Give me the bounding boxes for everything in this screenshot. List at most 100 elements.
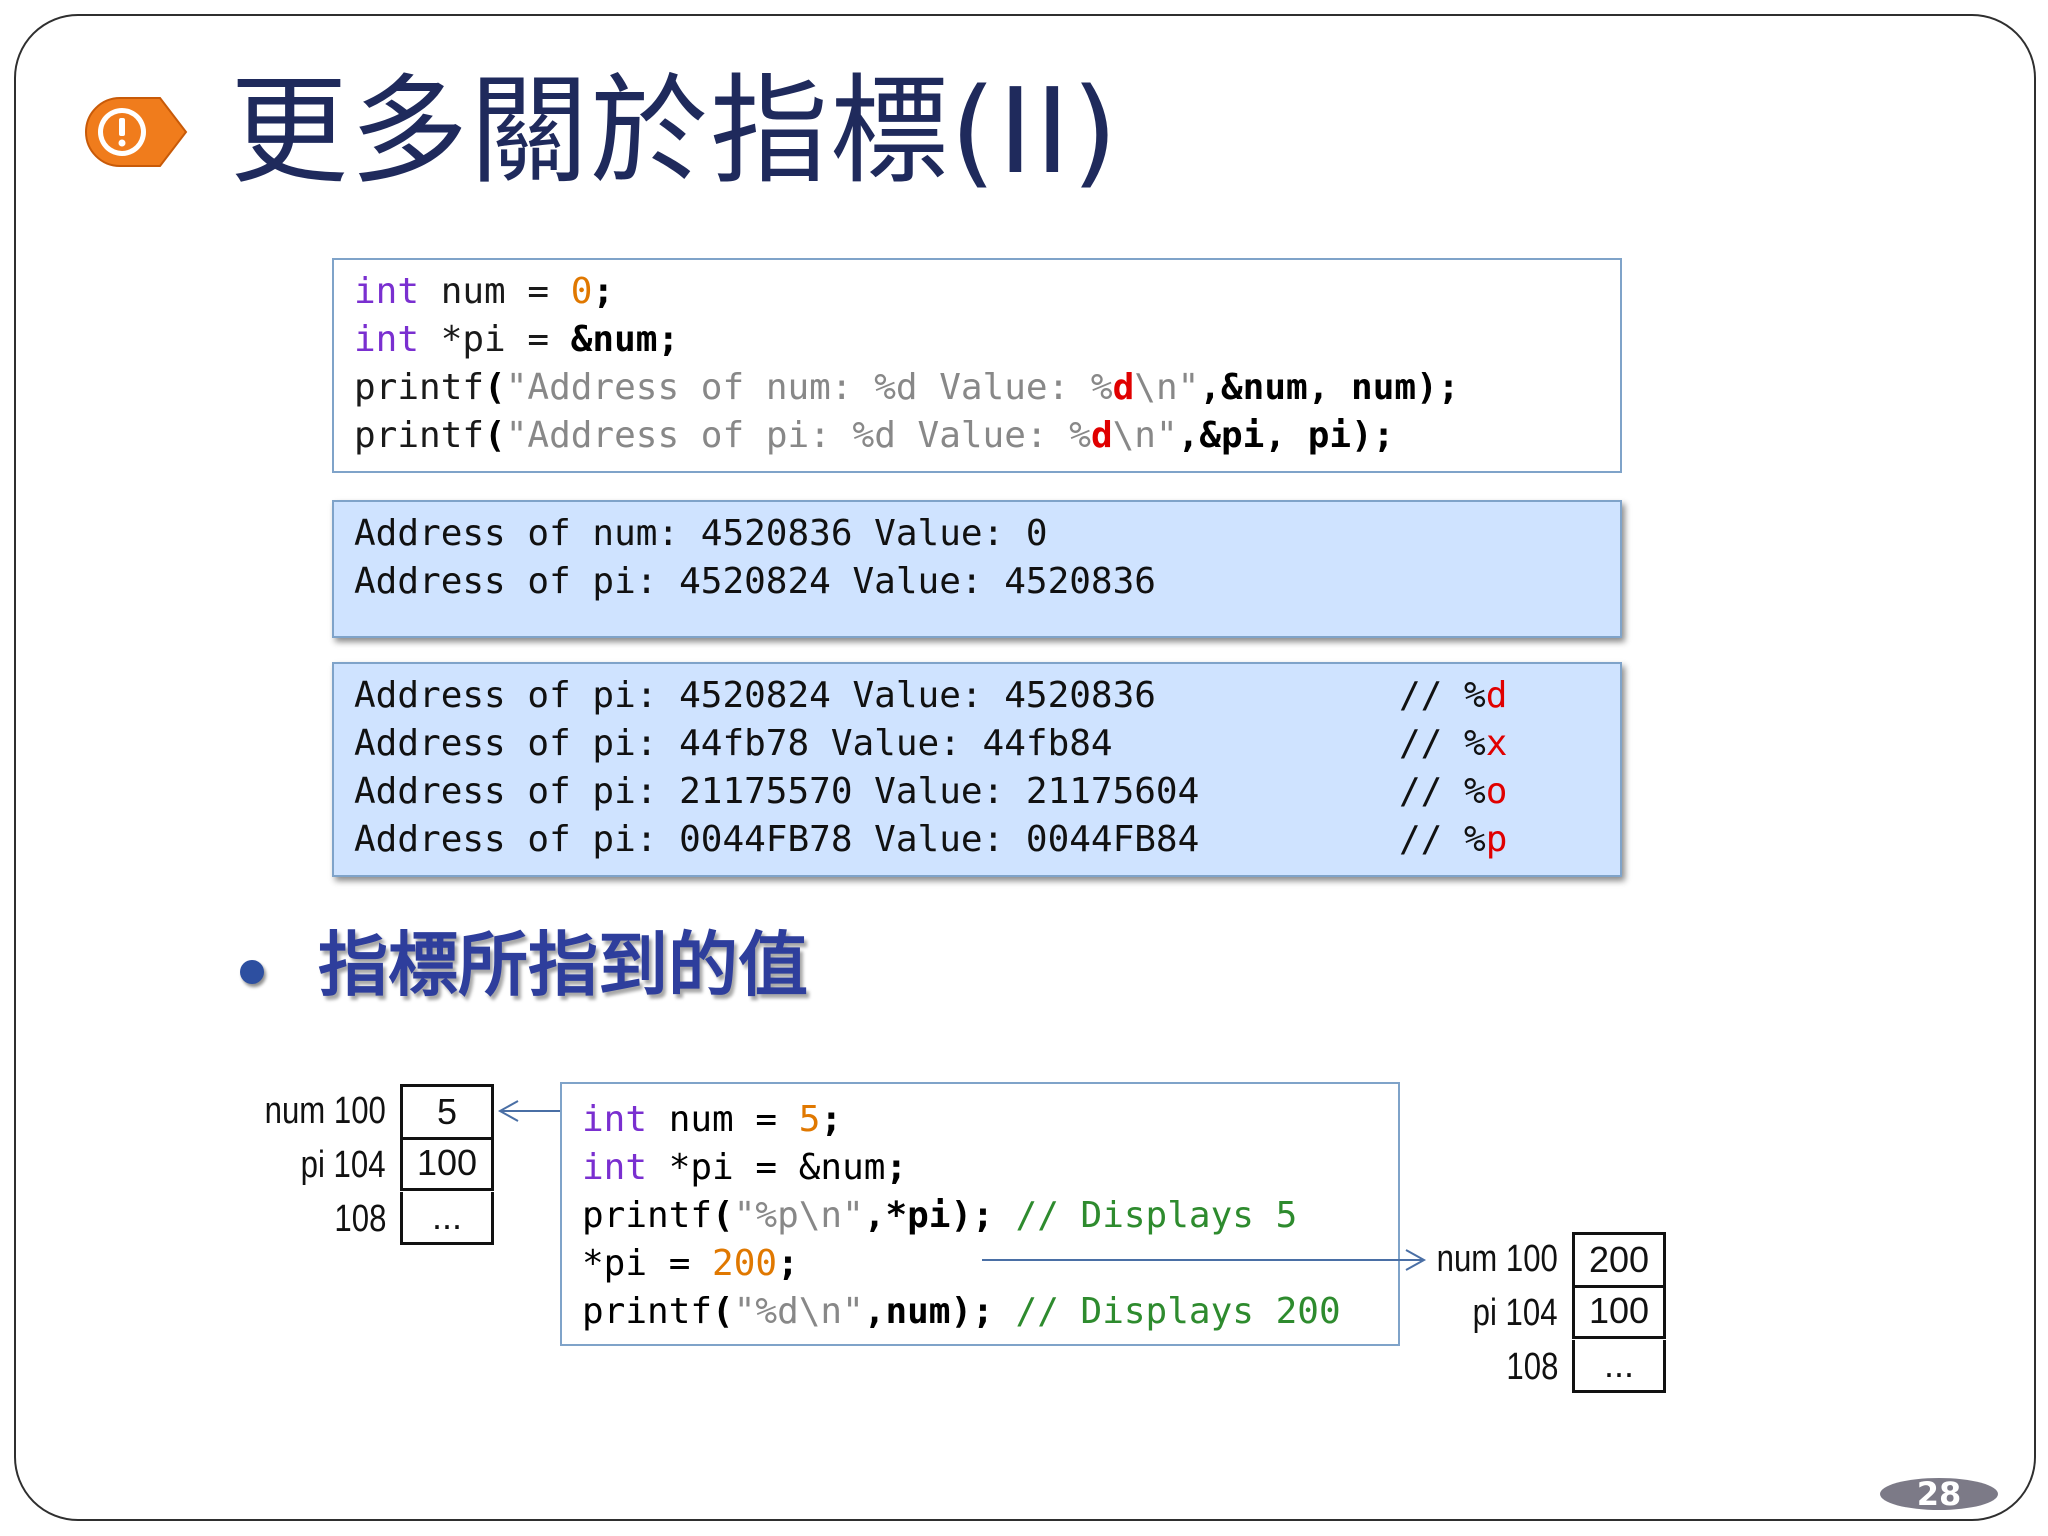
- format-comment: // %o: [1399, 768, 1507, 816]
- code-block-declarations: int num = 0;int *pi = &num;printf("Addre…: [332, 258, 1622, 473]
- memory-row: 108...: [1360, 1340, 1666, 1394]
- format-comment: // %x: [1399, 720, 1507, 768]
- format-comment-prefix: // %: [1399, 675, 1486, 716]
- code-punct: );: [950, 1195, 994, 1236]
- memory-address-label: 108: [334, 1198, 386, 1240]
- memory-address-label: num 100: [1436, 1238, 1558, 1280]
- format-specifier: p: [1485, 819, 1508, 860]
- code-string: "%d\n": [733, 1291, 864, 1332]
- code-punct: ;: [657, 319, 680, 360]
- code-string: "%p\n": [733, 1195, 864, 1236]
- format-specifier: d: [1485, 675, 1508, 716]
- code-string: \n": [1134, 367, 1200, 408]
- code-comment: // Displays 200: [993, 1291, 1341, 1332]
- code-keyword: int: [582, 1147, 648, 1188]
- code-function: printf: [582, 1195, 713, 1236]
- code-line: printf("%p\n",*pi); // Displays 5: [582, 1192, 1378, 1240]
- code-text: ,&num, num: [1199, 367, 1417, 408]
- memory-address-label: pi 104: [1473, 1292, 1558, 1334]
- code-keyword: int: [354, 319, 420, 360]
- code-punct: (: [484, 367, 506, 408]
- code-text: &num: [570, 319, 658, 360]
- code-text: ,num: [863, 1291, 951, 1332]
- output-block-decimal: Address of num: 4520836 Value: 0 Address …: [332, 500, 1622, 638]
- output-block-formats: Address of pi: 4520824 Value: 4520836 // …: [332, 662, 1622, 877]
- code-punct: ;: [592, 271, 615, 312]
- memory-row: pi 104 100: [200, 1138, 494, 1192]
- memory-diagram-before: num 100 5 pi 104 100 108...: [200, 1084, 494, 1246]
- memory-address-label: 108: [1506, 1346, 1558, 1388]
- page-number-badge: 28: [1880, 1478, 1998, 1510]
- memory-cell: ...: [400, 1192, 494, 1245]
- output-line: Address of num: 4520836 Value: 0: [354, 513, 1048, 554]
- bullet-heading: 指標所指到的值: [318, 924, 808, 1006]
- code-punct: );: [950, 1291, 994, 1332]
- output-line: Address of pi: 0044FB78 Value: 0044FB84 /…: [354, 816, 1600, 864]
- code-punct: ;: [777, 1243, 799, 1284]
- code-text: ,*pi: [863, 1195, 951, 1236]
- format-comment: // %d: [1399, 672, 1507, 720]
- page-title: 更多關於指標(II): [230, 62, 1120, 200]
- code-punct: (: [712, 1291, 734, 1332]
- code-line: *pi = 200;: [582, 1240, 1378, 1288]
- output-text: Address of pi: 4520824 Value: 4520836: [354, 675, 1156, 716]
- code-line: int *pi = &num;: [354, 316, 1600, 364]
- code-line: printf("Address of num: %d Value: %d\n",…: [354, 364, 1600, 412]
- memory-row: num 100 200: [1360, 1232, 1666, 1288]
- memory-address-label: num 100: [264, 1090, 386, 1132]
- memory-cell: ...: [1572, 1340, 1666, 1393]
- code-text: num =: [419, 271, 571, 312]
- code-number: 0: [570, 271, 593, 312]
- code-text: *pi =: [582, 1243, 713, 1284]
- memory-row: pi 104 100: [1360, 1286, 1666, 1340]
- format-comment: // %p: [1399, 816, 1507, 864]
- output-text: Address of pi: 44fb78 Value: 44fb84: [354, 723, 1113, 764]
- format-specifier: o: [1485, 771, 1508, 812]
- code-string: "Address of num: %d Value: %: [505, 367, 1113, 408]
- memory-diagram-after: num 100 200 pi 104 100 108...: [1360, 1232, 1666, 1394]
- format-comment-prefix: // %: [1399, 819, 1486, 860]
- code-line: int num = 0;: [354, 268, 1600, 316]
- code-text: num =: [647, 1099, 799, 1140]
- arrow-to-memory-after: [982, 1249, 1427, 1271]
- code-punct: ;: [820, 1099, 843, 1140]
- code-punct: ;: [885, 1147, 908, 1188]
- code-line: int num = 5;: [582, 1096, 1378, 1144]
- bullet-dot: [240, 960, 264, 984]
- code-punct: );: [1416, 367, 1460, 408]
- code-number: 5: [798, 1099, 821, 1140]
- code-line: printf("Address of pi: %d Value: %d\n",&…: [354, 412, 1600, 460]
- output-text: Address of pi: 0044FB78 Value: 0044FB84: [354, 819, 1200, 860]
- code-line: printf("%d\n",num); // Displays 200: [582, 1288, 1378, 1336]
- format-comment-prefix: // %: [1399, 771, 1486, 812]
- code-text: *pi = &num: [647, 1147, 886, 1188]
- code-format-highlight: d: [1112, 367, 1135, 408]
- memory-row: 108...: [200, 1192, 494, 1246]
- memory-row: num 100 5: [200, 1084, 494, 1140]
- memory-cell: 200: [1572, 1232, 1666, 1288]
- output-line: Address of pi: 44fb78 Value: 44fb84 // %x: [354, 720, 1600, 768]
- code-string: \n": [1112, 415, 1178, 456]
- code-comment: // Displays 5: [993, 1195, 1298, 1236]
- code-text: ,&pi, pi: [1177, 415, 1352, 456]
- memory-address-label: pi 104: [301, 1144, 386, 1186]
- output-text: Address of pi: 21175570 Value: 21175604: [354, 771, 1200, 812]
- output-line: Address of pi: 4520824 Value: 4520836: [354, 561, 1156, 602]
- code-line: int *pi = &num;: [582, 1144, 1378, 1192]
- code-function: printf: [354, 415, 485, 456]
- code-punct: (: [484, 415, 506, 456]
- code-keyword: int: [354, 271, 420, 312]
- memory-cell: 100: [400, 1138, 494, 1191]
- code-text: *pi =: [419, 319, 571, 360]
- code-format-highlight: d: [1090, 415, 1113, 456]
- alert-tag-icon: [85, 97, 188, 167]
- memory-cell: 5: [400, 1084, 494, 1140]
- code-function: printf: [582, 1291, 713, 1332]
- arrow-to-memory-before: [497, 1100, 560, 1122]
- code-function: printf: [354, 367, 485, 408]
- memory-cell: 100: [1572, 1286, 1666, 1339]
- code-keyword: int: [582, 1099, 648, 1140]
- code-block-dereference: int num = 5;int *pi = &num;printf("%p\n"…: [560, 1082, 1400, 1346]
- code-punct: );: [1351, 415, 1395, 456]
- code-string: "Address of pi: %d Value: %: [505, 415, 1091, 456]
